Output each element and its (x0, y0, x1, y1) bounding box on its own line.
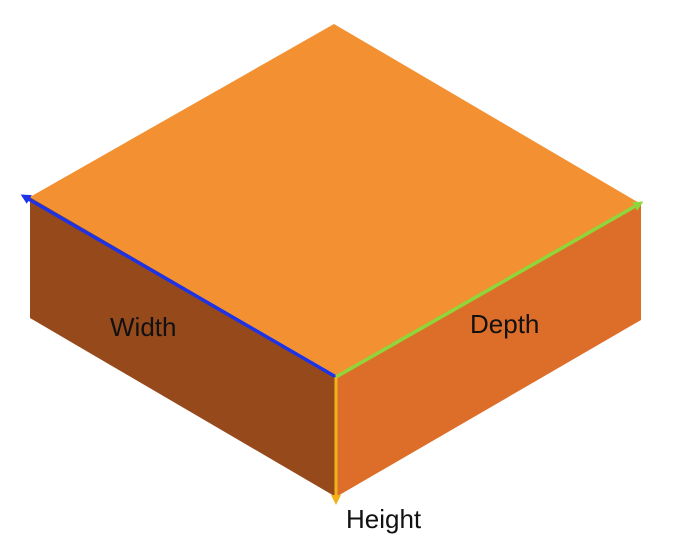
box-top-face (30, 24, 641, 375)
box-left-face (30, 197, 336, 497)
width-axis (20, 194, 337, 379)
height-label: Height (346, 504, 422, 534)
width-label: Width (110, 312, 176, 342)
box-right-face (336, 204, 641, 497)
depth-axis (335, 201, 644, 379)
depth-label: Depth (470, 309, 539, 339)
